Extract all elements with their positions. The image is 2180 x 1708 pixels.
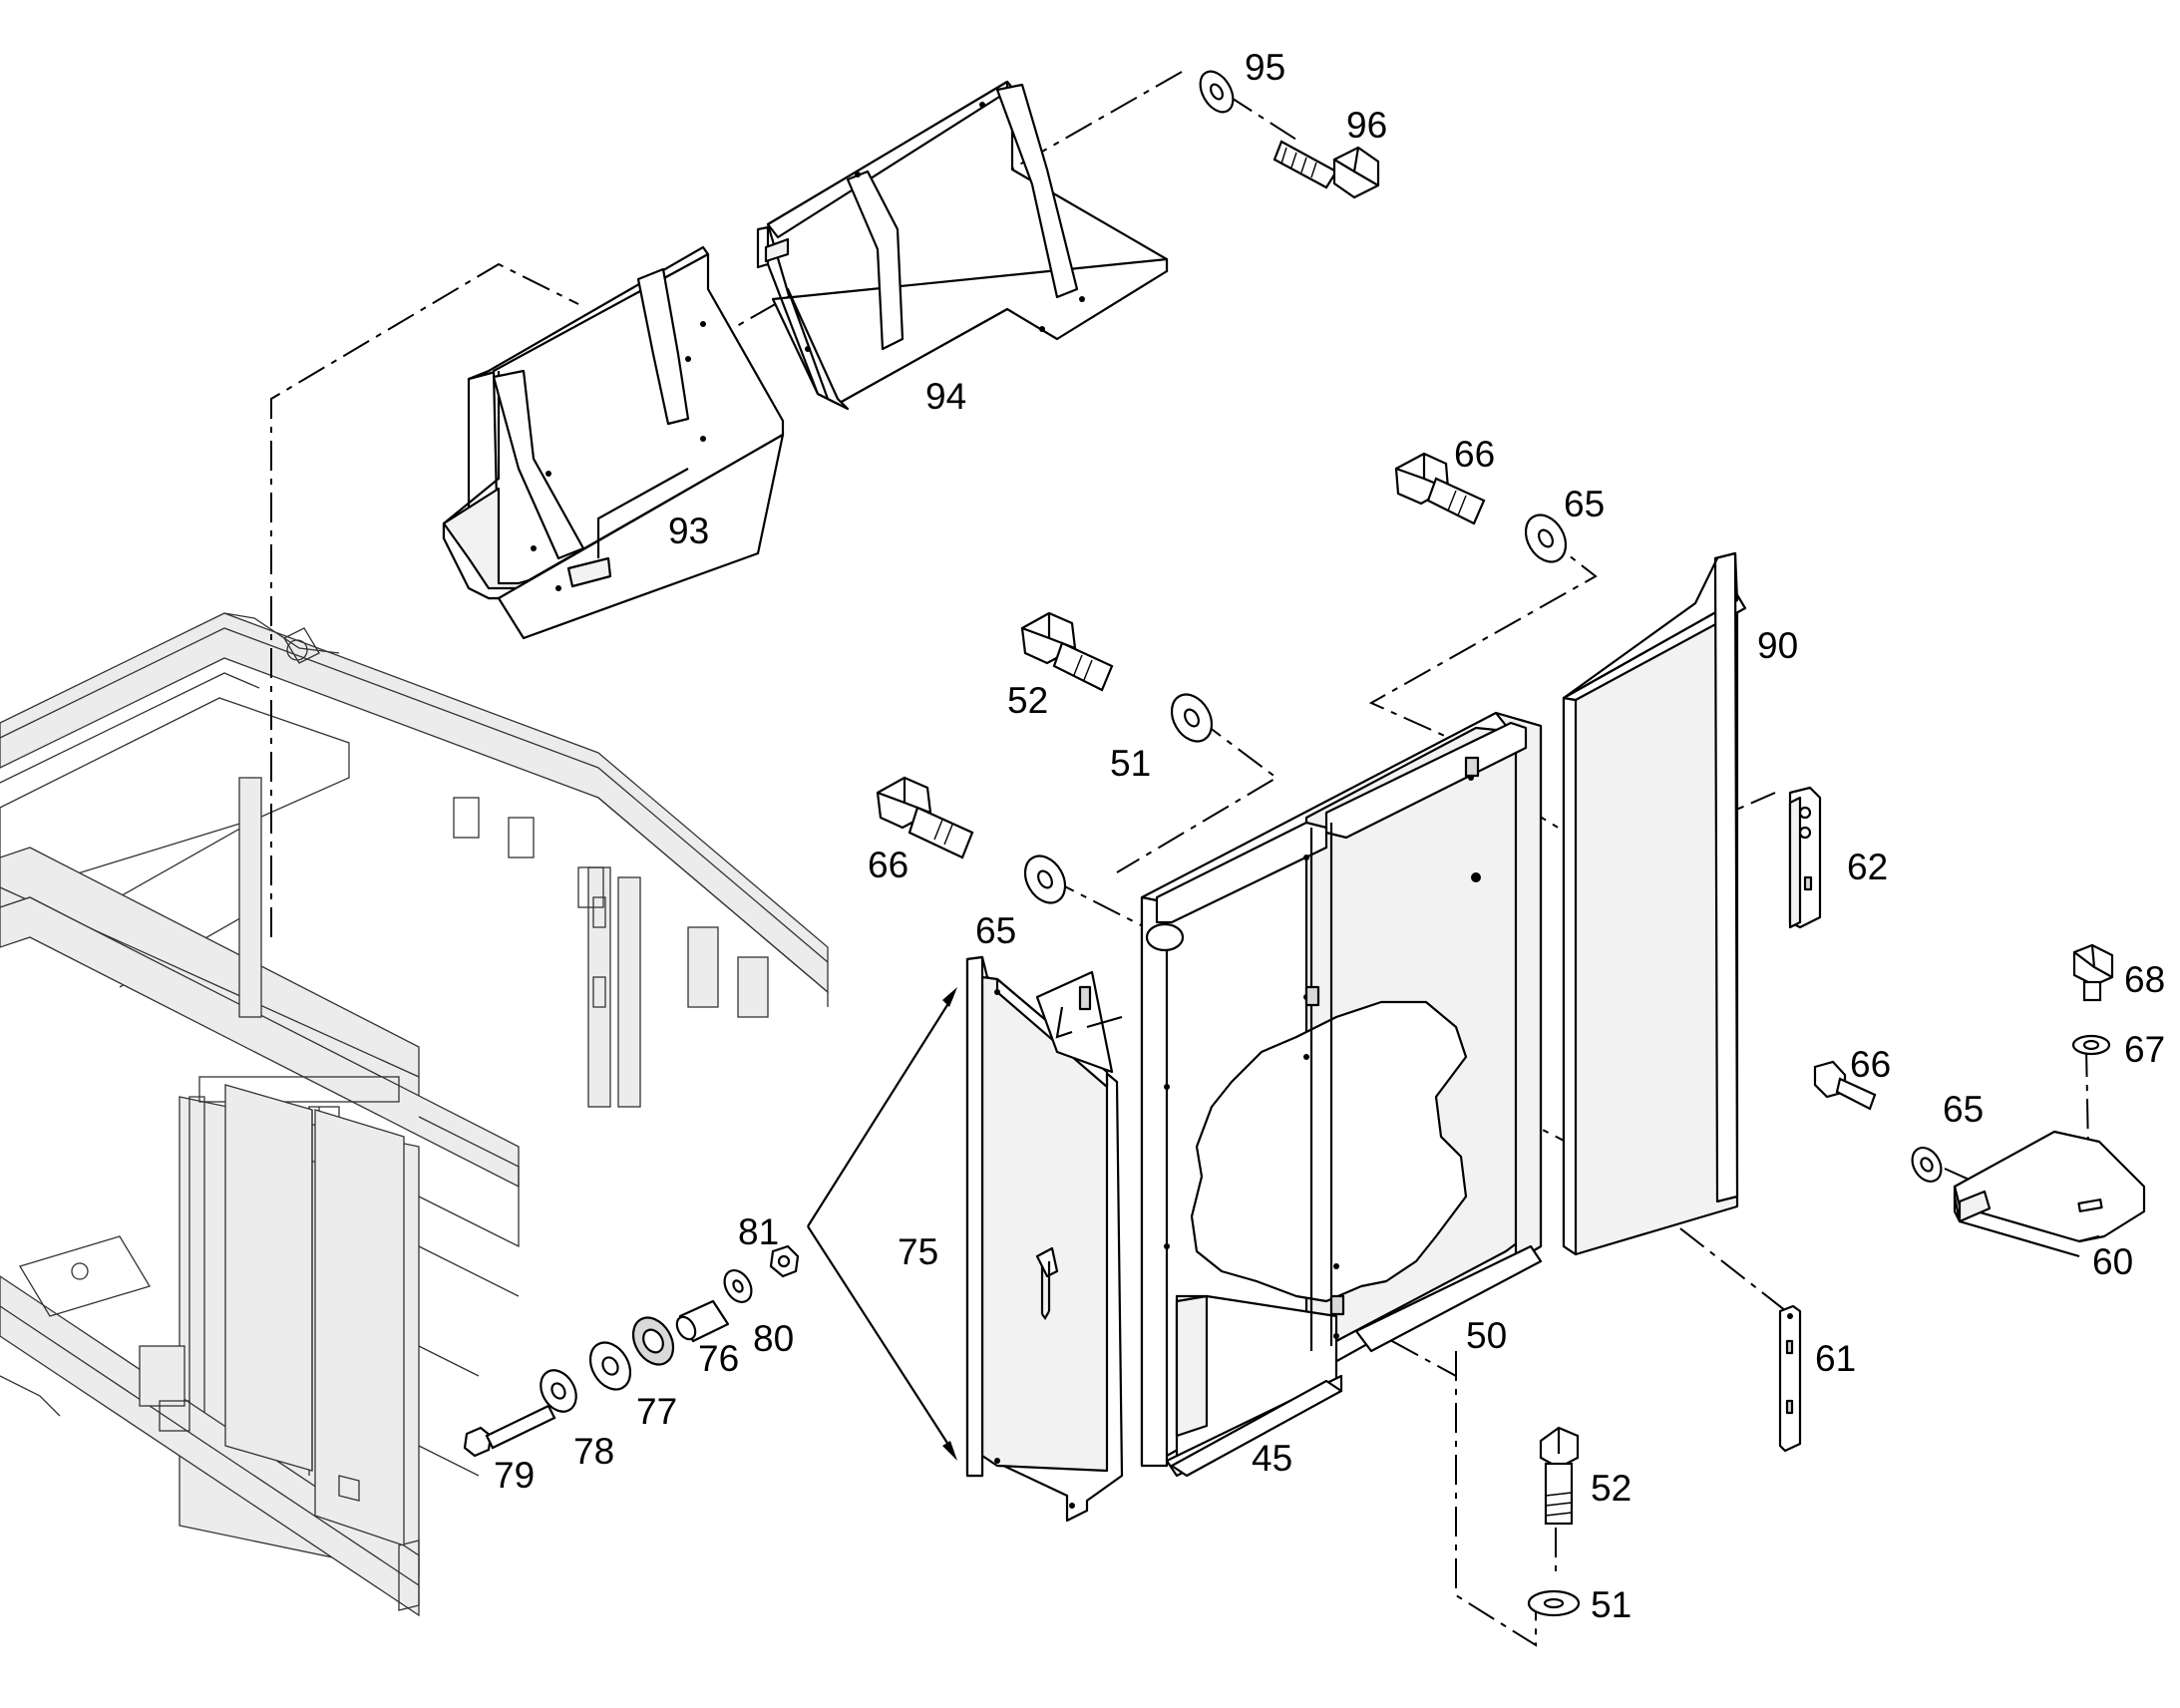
- part-80-washer: [723, 1269, 753, 1303]
- part-65-washer-mid: [1023, 854, 1067, 904]
- label-68: 68: [2124, 959, 2165, 1000]
- label-78: 78: [573, 1431, 614, 1472]
- part-94-duct-section: [756, 80, 1169, 411]
- hinge-arrows: [807, 987, 957, 1461]
- part-66-bolt-right: [1813, 1060, 1877, 1111]
- label-50: 50: [1466, 1315, 1507, 1356]
- machine-frame: [0, 612, 829, 1617]
- part-51-washer-mid: [1170, 693, 1214, 743]
- part-96-bolt: [1272, 140, 1380, 199]
- label-77: 77: [636, 1391, 677, 1432]
- label-95: 95: [1245, 47, 1285, 88]
- label-90: 90: [1757, 625, 1798, 666]
- label-51-mid: 51: [1110, 743, 1151, 784]
- part-78-washer: [540, 1369, 577, 1413]
- label-65-mid: 65: [975, 910, 1016, 951]
- part-81-nut: [769, 1244, 800, 1278]
- part-65-washer-top: [1524, 513, 1568, 563]
- part-93-duct-section: [442, 245, 785, 640]
- label-60: 60: [2092, 1241, 2133, 1282]
- part-52-bolt-mid: [1020, 611, 1114, 692]
- part-66-bolt-top: [1394, 452, 1486, 525]
- part-60-bracket: [1953, 1130, 2146, 1258]
- label-52-mid: 52: [1007, 680, 1048, 721]
- part-52-bolt-bottom: [1539, 1426, 1580, 1526]
- label-65-right: 65: [1943, 1089, 1984, 1130]
- part-66-bolt-mid: [876, 776, 974, 859]
- part-95-washer: [1199, 70, 1235, 114]
- label-80: 80: [753, 1318, 794, 1359]
- part-67-washer: [2071, 1034, 2111, 1056]
- part-75-door-panel: [965, 955, 1124, 1523]
- part-45-bracket: [1170, 1379, 1343, 1478]
- frame-side-panels: [224, 1084, 405, 1546]
- label-66-top: 66: [1454, 434, 1495, 475]
- label-75: 75: [898, 1231, 938, 1272]
- label-45: 45: [1252, 1438, 1292, 1479]
- part-61-bracket: [1778, 1304, 1802, 1453]
- part-90-side-panel: [1562, 551, 1747, 1256]
- part-68-bolt: [2072, 943, 2114, 1002]
- part-50-fan-shroud: [1140, 711, 1543, 1478]
- label-66-right: 66: [1850, 1044, 1891, 1085]
- label-79: 79: [494, 1455, 535, 1496]
- label-62: 62: [1847, 847, 1888, 887]
- label-81: 81: [738, 1211, 779, 1252]
- part-62-bracket: [1788, 786, 1822, 929]
- part-51-washer-bottom: [1527, 1589, 1581, 1617]
- label-94: 94: [925, 376, 966, 417]
- label-93: 93: [668, 511, 709, 551]
- label-61: 61: [1815, 1338, 1856, 1379]
- label-67: 67: [2124, 1029, 2165, 1070]
- label-65-top: 65: [1564, 484, 1605, 524]
- label-66-mid: 66: [868, 845, 908, 885]
- part-77-bearing: [588, 1316, 675, 1391]
- part-79-bolt: [463, 1404, 556, 1458]
- part-76-bushing: [675, 1299, 730, 1343]
- label-51-bottom: 51: [1591, 1584, 1632, 1625]
- part-65-washer-right: [1911, 1147, 1943, 1183]
- label-96: 96: [1346, 105, 1387, 146]
- callout-labels: 95 96 94 93 66 65 90 52 51 66 65 62 68 6…: [494, 47, 2165, 1625]
- label-52-bottom: 52: [1591, 1468, 1632, 1509]
- label-76: 76: [698, 1338, 739, 1379]
